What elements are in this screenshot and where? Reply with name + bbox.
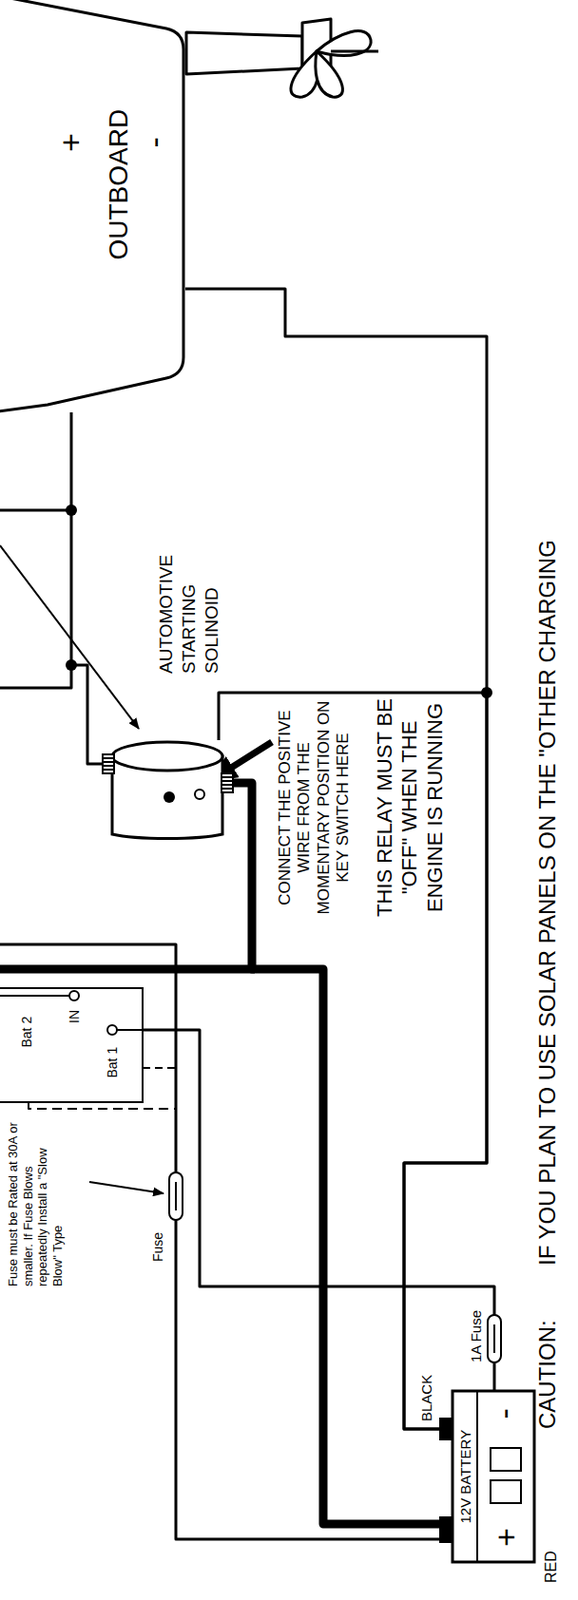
solenoid-terminal xyxy=(102,754,115,774)
wire xyxy=(142,1030,495,1392)
wire-color: RED xyxy=(541,1551,560,1584)
wire xyxy=(0,665,72,689)
propeller xyxy=(186,19,379,97)
caution-text: IF YOU PLAN TO USE SOLAR PANELS ON THE "… xyxy=(534,539,562,1267)
polarity-mark: - xyxy=(135,136,174,148)
wire xyxy=(71,412,103,765)
wire-color: BLACK xyxy=(418,1375,436,1423)
solenoid-shape xyxy=(102,740,233,841)
terminal-label: Bat 2 xyxy=(19,1017,35,1049)
junction-dots xyxy=(65,504,493,699)
switch-box: Bat 2 IN Bat 1 xyxy=(0,988,143,1103)
battery-lid xyxy=(476,1391,479,1563)
solenoid-end xyxy=(112,742,223,771)
connector-layer xyxy=(71,289,495,1525)
fuse-label: Fuse xyxy=(150,1233,167,1263)
dashed-wire xyxy=(28,1102,176,1110)
junction-dot xyxy=(481,687,493,699)
solenoid: AUTOMOTIVE STARTING SOLINOID xyxy=(102,740,233,841)
battery-terminal xyxy=(439,1517,453,1544)
battery-terminal xyxy=(439,1418,453,1442)
wire xyxy=(218,693,487,1430)
solenoid-post xyxy=(163,791,175,804)
leader-arrow xyxy=(89,1182,164,1195)
caution-heading: CAUTION: xyxy=(534,1320,562,1430)
fuse-element xyxy=(174,1182,177,1212)
terminal-label: Bat 1 xyxy=(104,1047,120,1079)
battery-cell xyxy=(490,1448,521,1472)
heavy-cable xyxy=(0,965,255,975)
fuse-symbol xyxy=(487,1315,501,1364)
terminal xyxy=(107,1025,117,1036)
outboard-motor: + OUTBOARD- xyxy=(0,0,186,413)
battery-cell xyxy=(490,1481,521,1504)
fuse-element xyxy=(493,1325,496,1354)
component-name: OUTBOARD xyxy=(103,109,135,261)
battery-label: 12V BATTERY xyxy=(457,1430,474,1525)
leader-arrow xyxy=(0,545,139,730)
polarity-mark: + xyxy=(487,1528,525,1548)
warning-note: THIS RELAY MUST BE "OFF" WHEN THE ENGINE… xyxy=(372,693,448,923)
lower-unit xyxy=(186,32,303,75)
switch-outline xyxy=(0,988,143,1103)
battery-case xyxy=(452,1391,535,1563)
solenoid-terminal xyxy=(221,773,233,793)
prop-shaft xyxy=(330,50,379,54)
terminal xyxy=(69,991,79,1002)
terminal-thread xyxy=(102,758,115,771)
component-name: AUTOMOTIVE STARTING SOLINOID xyxy=(154,555,223,675)
outboard-motor-shape xyxy=(0,0,186,413)
solenoid-post xyxy=(194,789,205,800)
wire xyxy=(0,509,72,513)
fuses xyxy=(169,1173,501,1364)
prop-blade xyxy=(315,51,344,97)
junction-dot xyxy=(65,659,78,672)
outboard-outline xyxy=(0,0,184,413)
fuse-label: 1A Fuse xyxy=(467,1310,485,1364)
fuse-symbol xyxy=(169,1173,183,1221)
polarity-mark: - xyxy=(485,1408,523,1420)
wire xyxy=(116,1029,143,1032)
wire xyxy=(185,289,487,1430)
dashed-wire xyxy=(142,1067,176,1070)
polarity-mark: + xyxy=(52,133,90,153)
wire xyxy=(0,995,70,998)
terminal-label: IN xyxy=(66,1010,82,1024)
battery: 12V BATTERY + - xyxy=(439,1391,535,1563)
instruction-note: CONNECT THE POSITIVE WIRE FROM THE MOMEN… xyxy=(275,695,354,921)
fuse-note: Fuse must be Rated at 30A or smaller. If… xyxy=(5,1119,65,1288)
junction-dot xyxy=(65,504,78,517)
terminal-thread xyxy=(221,777,233,790)
